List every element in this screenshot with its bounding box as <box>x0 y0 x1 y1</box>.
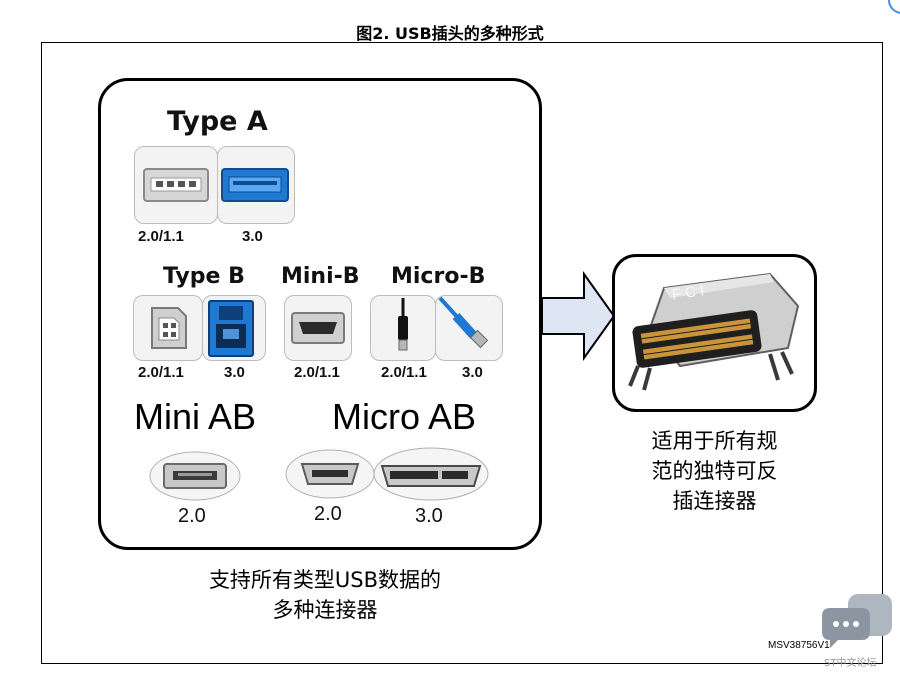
micro-b-usb3-tile <box>435 295 503 361</box>
right-arrow-icon <box>541 270 616 362</box>
left-caption: 支持所有类型USB数据的 多种连接器 <box>140 565 510 625</box>
micro-ab-usb2-version: 2.0 <box>314 503 342 525</box>
type-b-usb3-version: 3.0 <box>224 364 245 381</box>
type-b-heading: Type B <box>163 264 245 289</box>
type-a-usb3-tile <box>217 146 295 224</box>
figure-title: 图2. USB插头的多种形式 <box>356 24 544 43</box>
micro-b-usb3-version: 3.0 <box>462 364 483 381</box>
type-a-usb2-tile <box>134 146 218 224</box>
micro-ab-usb2-receptacle-icon <box>285 449 375 499</box>
chat-bubble-icon[interactable] <box>818 594 894 652</box>
left-caption-line-1: 支持所有类型USB数据的 <box>208 568 442 592</box>
type-a-usb3-version: 3.0 <box>242 228 263 245</box>
mini-ab-heading: Mini AB <box>134 396 257 437</box>
mini-b-version: 2.0/1.1 <box>294 364 340 381</box>
figure-code: MSV38756V1 <box>768 640 830 651</box>
type-b-usb2-version: 2.0/1.1 <box>138 364 184 381</box>
micro-b-usb2-tile <box>370 295 436 361</box>
figure-frame <box>41 42 883 664</box>
right-caption: 适用于所有规 范的独特可反 插连接器 <box>612 426 817 516</box>
type-a-usb2-plug-icon <box>143 168 209 202</box>
right-caption-line-1: 适用于所有规 <box>651 429 778 453</box>
usb-c-connector-icon <box>628 272 800 391</box>
right-caption-line-3: 插连接器 <box>672 489 757 513</box>
type-a-heading: Type A <box>167 106 268 137</box>
watermark-text: ST中文论坛 <box>824 658 877 669</box>
mini-b-plug-icon <box>291 312 345 344</box>
type-a-usb3-plug-icon <box>221 168 289 202</box>
type-b-usb3-tile <box>202 295 266 361</box>
mini-ab-receptacle-icon <box>149 451 241 501</box>
micro-b-heading: Micro-B <box>391 264 486 289</box>
mini-b-tile <box>284 295 352 361</box>
micro-b-usb3-cable-icon <box>438 296 489 349</box>
type-b-usb3-plug-icon <box>208 300 254 357</box>
type-b-usb2-plug-icon <box>151 307 187 349</box>
mini-ab-version: 2.0 <box>178 505 206 527</box>
micro-ab-usb3-receptacle-icon <box>373 447 489 501</box>
micro-ab-heading: Micro AB <box>332 396 477 437</box>
micro-b-usb2-version: 2.0/1.1 <box>381 364 427 381</box>
mini-b-heading: Mini-B <box>281 264 360 289</box>
left-caption-line-2: 多种连接器 <box>272 598 378 622</box>
type-b-usb2-tile <box>133 295 203 361</box>
right-caption-line-2: 范的独特可反 <box>651 459 778 483</box>
micro-ab-usb3-version: 3.0 <box>415 505 443 527</box>
micro-b-usb2-cable-icon <box>398 298 408 351</box>
corner-scroll-indicator[interactable] <box>888 0 900 14</box>
type-a-usb2-version: 2.0/1.1 <box>138 228 184 245</box>
